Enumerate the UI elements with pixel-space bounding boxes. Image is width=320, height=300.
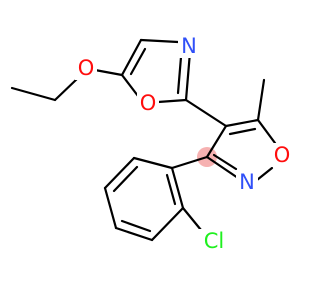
bond-oxazole-c5-c4-inner bbox=[129, 47, 147, 76]
bond-isoxazole-c4-c5 bbox=[224, 118, 260, 128]
bond-phenyl-c3-c2 bbox=[150, 206, 185, 242]
bond-oxazole-isoxazole bbox=[184, 98, 228, 128]
bond-isoxazole-n2-c3 bbox=[205, 155, 240, 180]
atom-chlorine: Cl bbox=[197, 229, 231, 253]
bond-methyl bbox=[256, 78, 266, 122]
bond-phenyl-c2-c1 bbox=[170, 166, 185, 210]
bond-phenyl-c4-c3 bbox=[114, 226, 154, 242]
atom-isoxazole-nitrogen: N bbox=[236, 170, 258, 194]
bond-phenyl-c6-c5-inner bbox=[112, 165, 139, 193]
bond-ether-o-c5 bbox=[93, 68, 124, 77]
bond-oxazole-c4-n3 bbox=[139, 38, 180, 44]
bond-phenyl-c6-c5 bbox=[103, 156, 136, 190]
bond-oxazole-n3-c2-inner bbox=[176, 55, 183, 95]
atom-label-oxazole-o: O bbox=[140, 91, 157, 115]
bond-isoxazole-o1-n2 bbox=[255, 166, 274, 182]
bond-phenyl-c4-c3-inner bbox=[120, 219, 152, 233]
atom-label-oxazole-n: N bbox=[181, 34, 197, 58]
atom-oxazole-oxygen: O bbox=[137, 91, 159, 115]
bond-phenyl-c1-c6 bbox=[132, 156, 174, 170]
bond-isoxazole-phenyl bbox=[170, 155, 209, 170]
bond-oxazole-c5-c4 bbox=[120, 38, 143, 77]
bond-oxazole-n3-c2 bbox=[184, 50, 192, 102]
atom-oxazole-nitrogen: N bbox=[178, 34, 200, 58]
atom-label-isoxazole-n: N bbox=[239, 170, 255, 194]
atom-label-isoxazole-o: O bbox=[274, 143, 291, 167]
atom-isoxazole-oxygen: O bbox=[271, 143, 293, 167]
bond-oxazole-o1-c5 bbox=[120, 73, 140, 98]
bond-isoxazole-c3-c4 bbox=[205, 124, 228, 159]
atom-ether-oxygen: O bbox=[75, 56, 97, 80]
bond-phenyl-c5-c4 bbox=[103, 186, 118, 230]
bond-ethyl-ch3 bbox=[10, 86, 57, 102]
bond-oxazole-c2-o1 bbox=[156, 98, 188, 104]
atom-label-chlorine: Cl bbox=[204, 229, 225, 253]
bond-phenyl-c2-c1-inner bbox=[165, 173, 177, 206]
molecule-structure: N O O O N Cl bbox=[10, 34, 293, 253]
bond-isoxazole-n2-c3-inner bbox=[212, 153, 238, 171]
bond-c-cl bbox=[181, 206, 203, 232]
bond-isoxazole-c4-c5-inner bbox=[228, 127, 257, 136]
atom-label-ether-o: O bbox=[78, 56, 95, 80]
bond-ethyl-ch2 bbox=[53, 76, 80, 102]
bond-isoxazole-c5-o1 bbox=[256, 118, 277, 145]
